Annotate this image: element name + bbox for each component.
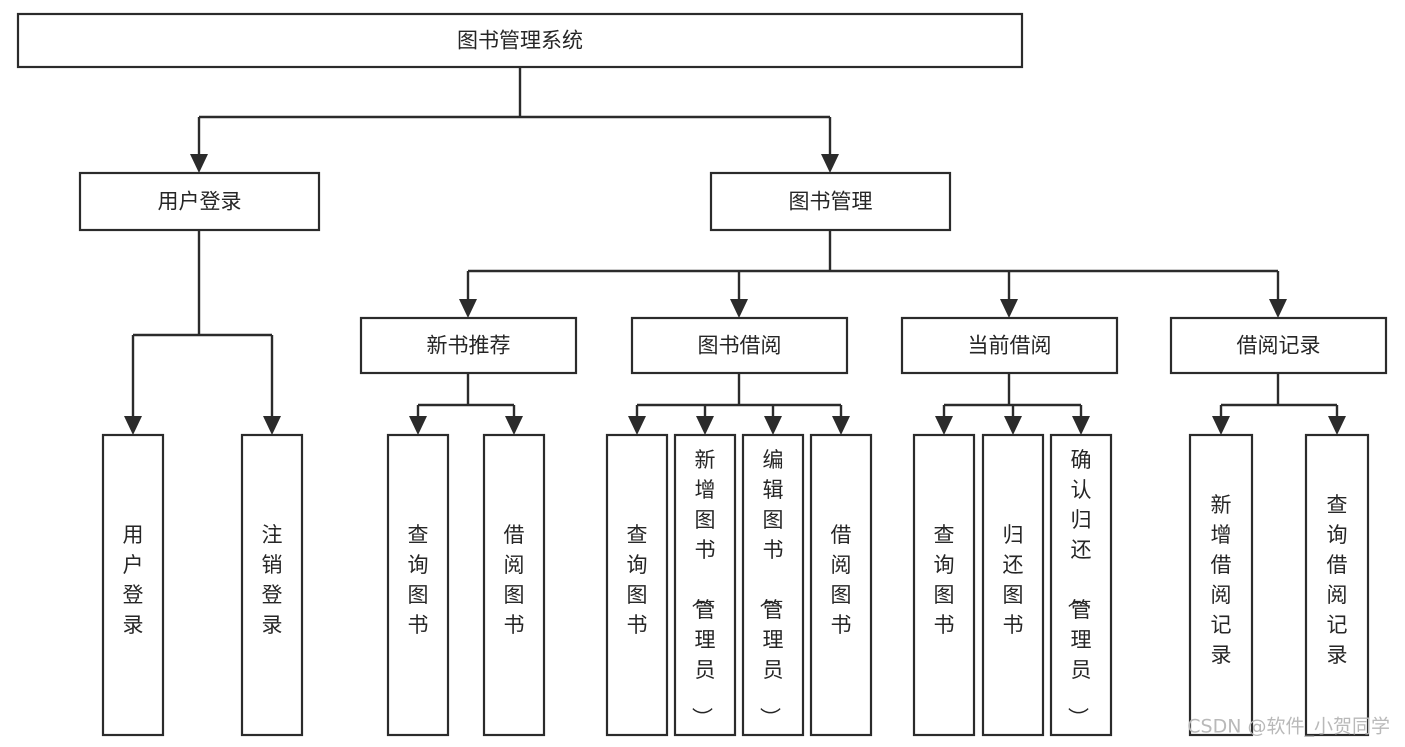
arrow-query-book-1 <box>409 405 427 435</box>
arrow-book-manage <box>821 117 839 173</box>
node-label-user-login: 用户登录 <box>158 190 242 214</box>
arrow-user-login <box>190 117 208 173</box>
connector-current-borrow-bus <box>944 373 1081 407</box>
node-label-edit-book-admin: 编辑图书（管理员） <box>758 448 784 728</box>
node-box-add-book-admin <box>673 433 737 737</box>
node-label-return-book: 归还图书 <box>1003 523 1024 637</box>
arrow-return-book <box>1004 405 1022 435</box>
node-label-user-login-do: 用户登录 <box>123 523 144 637</box>
node-box-user-logout <box>240 433 304 737</box>
node-box-borrow-book-2 <box>809 433 873 737</box>
node-user-login[interactable]: 用户登录 <box>78 171 321 232</box>
node-user-logout[interactable]: 注销登录 <box>240 433 304 737</box>
node-label-borrow-book-1: 借阅图书 <box>504 523 525 637</box>
node-add-borrow-record[interactable]: 新增借阅记录 <box>1188 433 1254 737</box>
node-box-query-book-1 <box>386 433 450 737</box>
node-current-borrow[interactable]: 当前借阅 <box>900 316 1119 375</box>
node-label-add-book-admin: 新增图书（管理员） <box>690 448 716 728</box>
connector-root-bus <box>199 67 830 119</box>
node-label-current-borrow: 当前借阅 <box>968 334 1052 358</box>
node-label-borrow-record: 借阅记录 <box>1237 334 1321 358</box>
connector-user-login-bus <box>133 230 272 337</box>
arrow-book-borrow <box>730 271 748 318</box>
node-borrow-record[interactable]: 借阅记录 <box>1169 316 1388 375</box>
connector-borrow-record-bus <box>1221 373 1337 407</box>
arrow-edit-book-admin <box>764 405 782 435</box>
node-box-query-book-3 <box>912 433 976 737</box>
node-box-add-borrow-record <box>1188 433 1254 737</box>
node-label-new-book-recommend: 新书推荐 <box>427 334 511 358</box>
arrow-layer <box>124 117 1346 435</box>
connector-book-manage-bus <box>468 230 1278 273</box>
node-borrow-book-2[interactable]: 借阅图书 <box>809 433 873 737</box>
node-label-query-borrow-record: 查询借阅记录 <box>1327 493 1348 667</box>
node-box-user-login <box>78 171 321 232</box>
node-label-confirm-return-admin: 确认归还（管理员） <box>1066 448 1092 728</box>
node-box-book-manage <box>709 171 952 232</box>
node-box-book-borrow <box>630 316 849 375</box>
node-borrow-book-1[interactable]: 借阅图书 <box>482 433 546 737</box>
node-box-edit-book-admin <box>741 433 805 737</box>
node-box-current-borrow <box>900 316 1119 375</box>
node-label-borrow-book-2: 借阅图书 <box>831 523 852 637</box>
node-root[interactable]: 图书管理系统 <box>16 12 1024 69</box>
node-label-root: 图书管理系统 <box>457 29 583 53</box>
node-label-user-logout: 注销登录 <box>262 523 283 637</box>
arrow-query-borrow-record <box>1328 405 1346 435</box>
node-label-add-borrow-record: 新增借阅记录 <box>1211 493 1232 667</box>
node-query-book-1[interactable]: 查询图书 <box>386 433 450 737</box>
arrow-user-logout <box>263 335 281 435</box>
node-user-login-do[interactable]: 用户登录 <box>101 433 165 737</box>
node-confirm-return-admin[interactable]: 确认归还（管理员） <box>1049 433 1113 737</box>
node-return-book[interactable]: 归还图书 <box>981 433 1045 737</box>
node-label-book-manage: 图书管理 <box>789 190 873 214</box>
node-edit-book-admin[interactable]: 编辑图书（管理员） <box>741 433 805 737</box>
node-box-borrow-record <box>1169 316 1388 375</box>
node-label-query-book-1: 查询图书 <box>408 523 429 637</box>
node-label-query-book-3: 查询图书 <box>934 523 955 637</box>
connector-new-book-recommend-bus <box>418 373 514 407</box>
arrow-confirm-return-admin <box>1072 405 1090 435</box>
arrow-add-book-admin <box>696 405 714 435</box>
arrow-borrow-book-2 <box>832 405 850 435</box>
arrow-borrow-record <box>1269 271 1287 318</box>
node-box-borrow-book-1 <box>482 433 546 737</box>
node-box-new-book-recommend <box>359 316 578 375</box>
node-box-return-book <box>981 433 1045 737</box>
node-box-user-login-do <box>101 433 165 737</box>
node-box-confirm-return-admin <box>1049 433 1113 737</box>
node-query-book-2[interactable]: 查询图书 <box>605 433 669 737</box>
node-label-book-borrow: 图书借阅 <box>698 334 782 358</box>
arrow-borrow-book-1 <box>505 405 523 435</box>
node-query-borrow-record[interactable]: 查询借阅记录 <box>1304 433 1370 737</box>
node-layer: 图书管理系统用户登录用户登录注销登录图书管理新书推荐查询图书借阅图书图书借阅查询… <box>16 12 1388 737</box>
connector-book-borrow-bus <box>637 373 841 407</box>
arrow-query-book-2 <box>628 405 646 435</box>
node-book-manage[interactable]: 图书管理 <box>709 171 952 232</box>
arrow-new-book-recommend <box>459 271 477 318</box>
connector-layer <box>133 67 1337 407</box>
arrow-current-borrow <box>1000 271 1018 318</box>
node-add-book-admin[interactable]: 新增图书（管理员） <box>673 433 737 737</box>
arrow-query-book-3 <box>935 405 953 435</box>
node-label-query-book-2: 查询图书 <box>627 523 648 637</box>
node-query-book-3[interactable]: 查询图书 <box>912 433 976 737</box>
csdn-watermark: CSDN @软件_小贺同学 <box>1187 716 1390 738</box>
node-box-root <box>16 12 1024 69</box>
node-box-query-book-2 <box>605 433 669 737</box>
arrow-user-login-do <box>124 335 142 435</box>
watermark-layer: CSDN @软件_小贺同学 <box>1187 716 1390 738</box>
arrow-add-borrow-record <box>1212 405 1230 435</box>
node-book-borrow[interactable]: 图书借阅 <box>630 316 849 375</box>
node-box-query-borrow-record <box>1304 433 1370 737</box>
node-new-book-recommend[interactable]: 新书推荐 <box>359 316 578 375</box>
